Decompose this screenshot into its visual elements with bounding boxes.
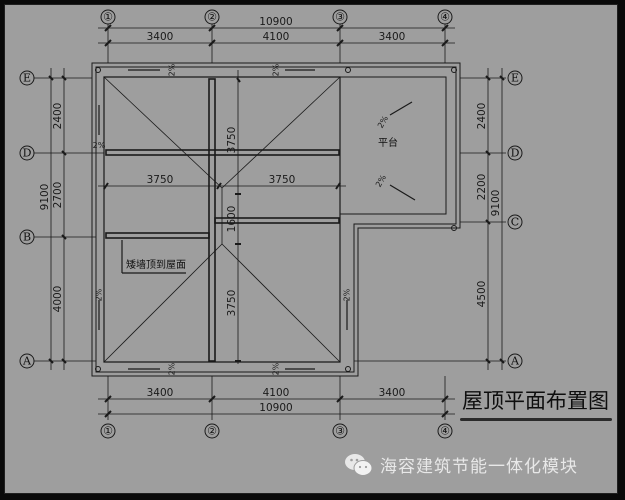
axis-label-2: ② xyxy=(207,11,217,24)
drawing-sheet xyxy=(4,4,618,494)
drawing-title: 屋顶平面布置图 xyxy=(462,389,609,413)
dim-bottom-1: 3400 xyxy=(147,387,174,399)
axis-label-e: E xyxy=(23,72,31,85)
ridge-lines xyxy=(103,76,341,363)
slope-label: 2% xyxy=(272,63,281,76)
axis-label-c-right: C xyxy=(511,216,519,229)
dim-bottom-2: 4100 xyxy=(263,387,290,399)
dim-top-2: 4100 xyxy=(263,31,290,43)
slope-label: 2% xyxy=(168,63,177,76)
dim-bottom-total: 10900 xyxy=(259,402,292,414)
dimension-lines xyxy=(50,27,503,415)
interior-walls xyxy=(105,78,340,362)
axis-bubbles xyxy=(19,9,523,439)
slope-label: 2% xyxy=(95,288,104,301)
slope-label: 2% xyxy=(374,173,388,189)
dim-interior-v-bottom: 3750 xyxy=(226,290,238,317)
dim-left-1: 2400 xyxy=(52,103,64,130)
axis-label-d: D xyxy=(23,147,32,160)
axis-label-3-bottom: ③ xyxy=(335,425,345,438)
watermark-text: 海容建筑节能一体化模块 xyxy=(380,457,578,477)
axis-label-b: B xyxy=(23,231,31,244)
drainage-arrows xyxy=(98,69,416,370)
dim-left-2: 2700 xyxy=(52,182,64,209)
axis-label-1-bottom: ① xyxy=(103,425,113,438)
slope-label: 2% xyxy=(343,288,352,301)
parapet-note: 矮墙顶到屋面 xyxy=(126,258,186,271)
axis-label-4-bottom: ④ xyxy=(440,425,450,438)
slope-label: 2% xyxy=(376,114,390,130)
axis-label-a-right: A xyxy=(510,355,520,368)
dimension-ticks xyxy=(48,24,505,418)
title-underline xyxy=(460,418,612,421)
axis-label-4: ④ xyxy=(440,11,450,24)
axis-label-a: A xyxy=(22,355,32,368)
slope-label: 2% xyxy=(272,362,281,375)
dim-left-3: 4000 xyxy=(52,286,64,313)
axis-lines xyxy=(34,24,506,420)
axis-label-3: ③ xyxy=(335,11,345,24)
dim-interior-v-mid: 1600 xyxy=(226,206,238,233)
axis-labels: ① ② ③ ④ ① ② ③ ④ E D B A E D C A xyxy=(22,11,520,438)
dim-right-3: 4500 xyxy=(476,281,488,308)
dim-right-total: 9100 xyxy=(490,190,502,217)
dim-right-1: 2400 xyxy=(476,103,488,130)
roof-outline xyxy=(91,62,461,377)
axis-label-2-bottom: ② xyxy=(207,425,217,438)
dim-interior-h-right: 3750 xyxy=(269,174,296,186)
dimension-texts: 10900 3400 4100 3400 3400 4100 3400 1090… xyxy=(39,16,502,414)
axis-label-e-right: E xyxy=(511,72,519,85)
dim-right-2: 2200 xyxy=(476,174,488,201)
slope-labels: 2% 2% 2% 2% 2% 2% 2% 2% 2% xyxy=(93,63,391,375)
roof-drain-icons xyxy=(95,67,457,372)
platform-label: 平台 xyxy=(378,136,398,149)
wechat-icon xyxy=(344,453,374,477)
dim-top-1: 3400 xyxy=(147,31,174,43)
axis-label-d-right: D xyxy=(511,147,520,160)
dim-left-total: 9100 xyxy=(39,184,51,211)
dim-interior-v-top: 3750 xyxy=(226,127,238,154)
slope-label: 2% xyxy=(93,141,106,150)
dim-top-3: 3400 xyxy=(379,31,406,43)
axis-label-1: ① xyxy=(103,11,113,24)
dim-interior-h-left: 3750 xyxy=(147,174,174,186)
dim-bottom-3: 3400 xyxy=(379,387,406,399)
dim-top-total: 10900 xyxy=(259,16,292,28)
watermark: 海容建筑节能一体化模块 xyxy=(344,452,578,477)
slope-label: 2% xyxy=(168,362,177,375)
